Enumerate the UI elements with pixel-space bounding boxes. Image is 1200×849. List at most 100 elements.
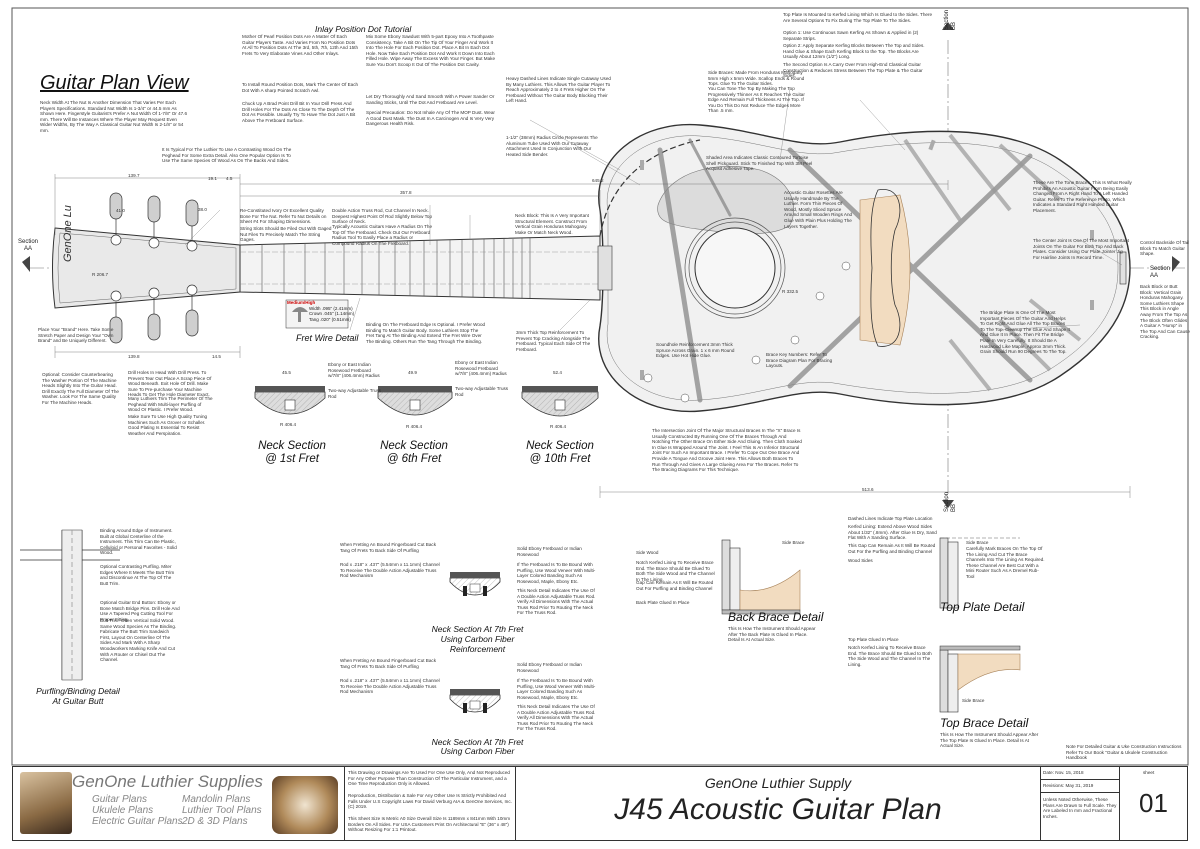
- note-option1: Option 1: Use Continuous Sawn Kerfing As…: [783, 30, 919, 41]
- fret-legend-tang: Tang .020" (0.51mm): [309, 316, 351, 322]
- note-install-dots: To Install Round Position Dots, Mark The…: [242, 82, 359, 93]
- note-option2: Option 2: Apply Separate Kerfing Blocks …: [783, 43, 925, 60]
- legal-3: This Sheet Size Is Metric A0 Size Overal…: [348, 816, 511, 833]
- note-center-joint: The Center Joint Is One Of The Most Impo…: [1033, 238, 1129, 260]
- note-ebony-1: Ebony or East Indian Rosewood Fretboard …: [328, 362, 380, 379]
- note-neck-width: Neck Width At The Nut Is Another Dimensi…: [40, 100, 188, 133]
- note-carbon-2b: Rod x .218" x .437" (5.54mm x 11.1mm) Ch…: [340, 678, 440, 695]
- carbon-1-l1: Neck Section At 7th Fret: [431, 624, 524, 634]
- dim-d12: 14.5: [212, 354, 221, 359]
- dim-d14: 49.9: [408, 370, 417, 375]
- carbon-2-l2: Using Carbon Fiber: [440, 746, 515, 756]
- note-detailed-instructions: Note For Detailed Guitar & Uke Construct…: [1066, 744, 1182, 761]
- note-let-dry: Let Dry Thoroughly And Sand Smooth With …: [366, 94, 495, 105]
- sheet-number: 01: [1139, 788, 1168, 818]
- title-block: [12, 766, 1188, 841]
- note-luthier-tip: It Is Typical For The Luthier To Use A C…: [162, 147, 292, 164]
- note-heavy-lines: Heavy Dashed Lines Indicate Single Cutaw…: [506, 76, 611, 104]
- note-tb-notch: Notch Kerfed Lining To Receive Brace End…: [848, 645, 932, 667]
- top-plate-detail: [939, 537, 1020, 609]
- sheet-label: sheet: [1143, 770, 1155, 775]
- note-carbon-2a: When Fretting An Bound Fingerboard Cut B…: [340, 658, 437, 669]
- note-top-plate: Top Plate Is Mounted to Kerfed Lining Wh…: [783, 12, 933, 23]
- neck-section-10-title: Neck Section @ 10th Fret: [520, 440, 600, 466]
- note-truss-adj-2: Two-way Adjustable Truss Rod: [455, 386, 509, 397]
- note-special: Special Precaution: Do Not Inhale Any Of…: [366, 110, 495, 127]
- legal-1: This Drawing or Drawings Are To Used For…: [348, 770, 510, 787]
- dim-d17: R 406.4: [406, 424, 423, 429]
- section-aa-label-right: Section AA: [1150, 266, 1171, 279]
- drawing-border: [11, 7, 1189, 766]
- note-tp-dashed: Dashed Lines Indicate Top Plate Location: [848, 516, 933, 521]
- plan-list-ukulele: Ukulele Plans: [92, 805, 154, 816]
- note-truss-adj-1: Two-way Adjustable Truss Rod: [328, 388, 382, 399]
- note-second-option: The Second Option Is A Carry Over From H…: [783, 62, 923, 79]
- carbon-1-l3: Reinforcement: [449, 644, 506, 654]
- back-brace-detail: [721, 539, 801, 615]
- back-brace-title: Back Brace Detail: [728, 610, 824, 624]
- company-name: GenOne Luthier Supplies: [72, 772, 263, 791]
- product-image: [272, 776, 338, 834]
- dim-d11: 139.8: [128, 354, 140, 359]
- carbon-section-2-title: Neck Section At 7th Fret Using Carbon Fi…: [420, 738, 535, 756]
- neck-section-6-line2: @ 6th Fret: [386, 453, 442, 465]
- plan-list-guitar: Guitar Plans: [92, 794, 148, 805]
- note-chuck-bit: Chuck Up A Brad Point Drill Bit In Your …: [242, 101, 356, 123]
- note-tb-side-brace: Side Brace: [962, 698, 985, 703]
- headstock: [52, 192, 241, 344]
- note-binding: Binding On The Fretboard Edge Is Optiona…: [366, 322, 486, 344]
- note-tp-kerfed: Kerfed Lining: Extend Above Wood Sides A…: [848, 524, 937, 541]
- note-butt-trim: Optional Guitar End Button: Ebony or Bon…: [100, 600, 180, 622]
- headstock-brand: GenOne Lu: [62, 205, 74, 262]
- note-place-brand: Place Your "Brand" Here. Take Some Stret…: [38, 327, 114, 344]
- note-ebony-2: Ebony or East Indian Rosewood Fretboard …: [455, 360, 507, 377]
- plan-view-title: Guitar Plan View: [40, 72, 189, 94]
- note-side-braces: Side Braces: Made From Honduras Mahogany…: [708, 70, 805, 87]
- plan-list-2: Mandolin Plans Luthier Tool Plans 2D & 3…: [182, 794, 262, 827]
- fret-legend-width: Width .095" (2.41mm): [309, 305, 353, 311]
- note-bb-gap: Gap Can Remain As It Will Be Routed Out …: [636, 580, 714, 591]
- legal-2: Reproduction, Distribution & Sale For An…: [348, 793, 512, 810]
- note-reinforcement: 3mm Thick Top Reinforcement To Prevent T…: [516, 330, 591, 352]
- note-bb-notch: Notch Kerfed Lining To Receive Brace End…: [636, 560, 715, 582]
- guitar-body: [597, 123, 1131, 413]
- note-tp-wood-sides: Wood Sides: [848, 558, 873, 563]
- note-tb-how: This Is How The Instrument Should Appear…: [940, 732, 1039, 749]
- neck: [239, 235, 601, 301]
- carbon-section-2: [449, 689, 501, 713]
- dim-d1: 139.7: [128, 173, 140, 178]
- note-carbon-1e: This Neck Detail Indicates The Use Of A …: [517, 588, 596, 616]
- top-plate-title: Top Plate Detail: [940, 600, 1025, 614]
- note-brace-numbers: Brace Key Numbers: Refer To Brace Diagra…: [766, 352, 833, 369]
- note-bridge-plate: The Bridge Plate Is One Of The Most Impo…: [980, 310, 1070, 355]
- plan-list-electric: Electric Guitar Plans: [92, 816, 183, 827]
- note-intersection: The Intersection Joint Of The Major Stru…: [652, 428, 802, 473]
- section-bb-bottom-marker: [942, 500, 954, 508]
- section-aa-label-left: Section AA: [18, 239, 39, 252]
- note-mix-epoxy: Mix Some Ebony Sawdust With 5-part Epoxy…: [366, 34, 496, 67]
- dim-d7: 645.2: [592, 178, 604, 183]
- note-carbon-2d: If The Fretboard Is To Be Bound With Pur…: [517, 678, 596, 700]
- dim-d6: 357.8: [400, 190, 412, 195]
- note-carbon-1b: Rod x .218" x .437" (5.54mm x 11.1mm) Ch…: [340, 562, 440, 579]
- neck-section-6-title: Neck Section @ 6th Fret: [374, 440, 454, 466]
- dim-d13: 45.5: [282, 370, 291, 375]
- note-carbon-1d: If The Fretboard Is To Be Bound With Pur…: [517, 562, 596, 584]
- neck-section-10-line2: @ 10th Fret: [529, 453, 591, 465]
- note-reconstituted: Re-Constituted Ivory Or Excellent Qualit…: [240, 208, 327, 225]
- section-bb-label-top: Section BB: [944, 9, 957, 30]
- sheet-cell: [1119, 766, 1188, 841]
- plan-list-tool: Luthier Tool Plans: [182, 805, 262, 816]
- dim-d10: 513.6: [862, 487, 874, 492]
- dim-d2: 41.0: [116, 208, 125, 213]
- note-carbon-1a: When Fretting An Bound Fingerboard Cut B…: [340, 542, 437, 553]
- note-rosettes: Acoustic Guitar Rosettes Are Usually Han…: [784, 190, 853, 229]
- note-shaded-area: Shaded Area Indicates Classic Contoured …: [706, 155, 813, 172]
- inlay-tutorial-title: Inlay Position Dot Tutorial: [315, 24, 412, 34]
- section-bb-label-bottom: Section BB: [944, 491, 957, 512]
- dim-d16: R 406.4: [280, 422, 297, 427]
- note-drill-holes: Drill Holes In Head With Drill Press. To…: [128, 370, 212, 398]
- note-bb-side-wood: Side Wood: [636, 550, 659, 555]
- purfling-l2: At Guitar Butt: [52, 696, 104, 706]
